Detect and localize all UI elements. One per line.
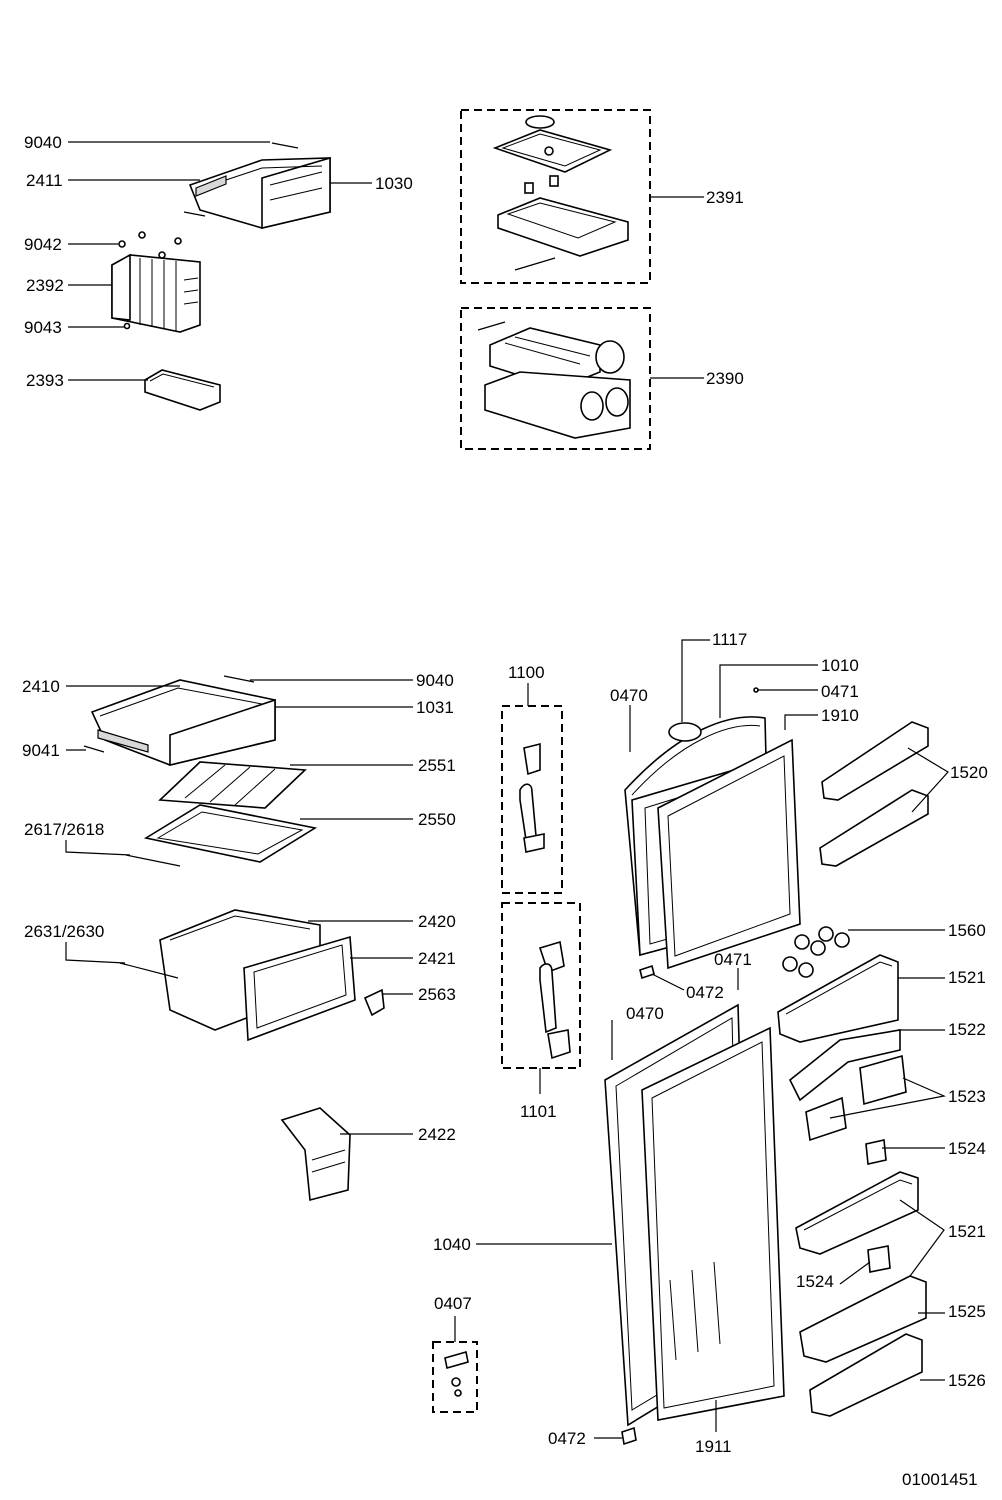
label-1031: 1031: [416, 698, 454, 717]
label-1526: 1526: [948, 1371, 986, 1390]
label-2420: 2420: [418, 912, 456, 931]
label-9040-top: 9040: [24, 133, 62, 152]
label-0472-mid: 0472: [686, 983, 724, 1002]
label-1030: 1030: [375, 174, 413, 193]
label-2617-2618: 2617/2618: [24, 820, 104, 839]
label-1100: 1100: [508, 663, 545, 682]
part-2391-ice-tray: [492, 115, 629, 271]
label-9043: 9043: [24, 318, 62, 337]
label-1524-top: 1524: [948, 1139, 986, 1158]
part-9041-screw: [83, 745, 105, 753]
part-0407-hinge: [444, 1350, 469, 1397]
part-1521-bottle-shelf-lower: [795, 1171, 919, 1255]
part-0472-bushing-top: [639, 964, 655, 980]
part-1101-handle: [538, 940, 571, 1060]
part-9040-screw-lower: [223, 675, 255, 683]
label-9041: 9041: [22, 741, 60, 760]
label-9040-lower: 9040: [416, 671, 454, 690]
label-1524-bottom: 1524: [796, 1272, 834, 1291]
part-1910-freezer-gasket: [657, 738, 801, 970]
label-2550: 2550: [418, 810, 456, 829]
part-2551-glass-shelf: [158, 761, 307, 809]
part-9042-screws: [118, 231, 182, 259]
box-0407-hinge: [432, 1341, 478, 1413]
label-2551: 2551: [418, 756, 456, 775]
part-2411-rail: [183, 211, 206, 217]
part-9043-screw: [123, 322, 131, 330]
part-2390-icemaker: [477, 321, 631, 439]
label-2410: 2410: [22, 677, 60, 696]
label-2421: 2421: [418, 949, 456, 968]
part-2550-shelf-frame: [143, 804, 318, 863]
part-9040-screw-top: [271, 142, 299, 149]
label-2391: 2391: [706, 188, 744, 207]
label-1040: 1040: [433, 1235, 471, 1254]
part-1520-door-shelves: [819, 721, 929, 867]
part-1030-freezer-drawer: [188, 156, 331, 230]
label-1520: 1520: [950, 763, 988, 782]
part-1525-shelf: [799, 1275, 927, 1363]
label-2411: 2411: [26, 171, 63, 190]
box-1100-handle: [501, 705, 563, 894]
label-1523: 1523: [948, 1087, 986, 1106]
label-2392: 2392: [26, 276, 64, 295]
drawing-number: 01001451: [902, 1470, 978, 1489]
label-1521-bottom: 1521: [948, 1222, 986, 1241]
part-2563-clip: [363, 988, 385, 1017]
part-1560-egg-tray: [782, 926, 850, 978]
part-1524-clip-lower: [867, 1245, 891, 1273]
label-1521-top: 1521: [948, 968, 986, 987]
label-2393: 2393: [26, 371, 64, 390]
label-1101: 1101: [520, 1102, 557, 1121]
part-2422-holder: [280, 1107, 351, 1202]
part-1911-fridge-gasket: [641, 1026, 785, 1421]
label-1522: 1522: [948, 1020, 986, 1039]
part-1523-bins: [805, 1054, 907, 1142]
label-1910: 1910: [821, 706, 859, 725]
part-2392-fan-housing: [111, 253, 201, 333]
label-1911: 1911: [695, 1437, 732, 1456]
label-0470-top: 0470: [610, 686, 648, 705]
part-2631-rail: [119, 962, 179, 979]
label-9042: 9042: [24, 235, 62, 254]
label-0470-mid: 0470: [626, 1004, 664, 1023]
label-2631-2630: 2631/2630: [24, 922, 104, 941]
label-0472-bottom: 0472: [548, 1429, 586, 1448]
label-1010: 1010: [821, 656, 859, 675]
label-1525: 1525: [948, 1302, 986, 1321]
label-0407: 0407: [434, 1294, 472, 1313]
part-1524-clip-upper: [865, 1139, 887, 1165]
label-2422: 2422: [418, 1125, 456, 1144]
label-2390: 2390: [706, 369, 744, 388]
part-2421-crisper-front: [243, 935, 356, 1042]
label-2563: 2563: [418, 985, 456, 1004]
part-1526-bottle-guard: [809, 1333, 923, 1417]
part-1521-bottle-shelf-upper: [777, 954, 899, 1043]
part-1031-drawer: [90, 679, 276, 767]
label-1560: 1560: [948, 921, 986, 940]
part-2393-tray: [144, 369, 221, 411]
label-0471-mid: 0471: [714, 950, 752, 969]
label-0471-top: 0471: [821, 682, 859, 701]
label-1117: 1117: [712, 630, 747, 649]
part-0472-bushing-bottom: [621, 1426, 637, 1446]
part-2617-rail: [125, 854, 181, 867]
box-1101-handle: [501, 902, 581, 1069]
part-1100-handle: [519, 742, 545, 853]
part-1522-support: [788, 1029, 901, 1102]
box-2390-icemaker-assembly: [460, 307, 651, 450]
